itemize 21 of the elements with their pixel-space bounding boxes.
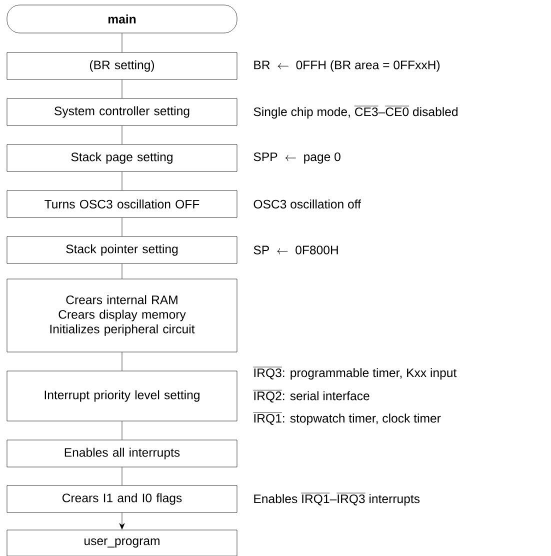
process-box: (BR setting)	[6, 52, 238, 80]
process-box: Crears internal RAM Crears display memory Initializes peripheral circuit	[6, 278, 238, 352]
note-text: $\mbox{Enables }\overline{\mbox{IRQ1}}\mbox{–}\overline{\mbox{IRQ3}}\mbox{ interrupts}$	[254, 493, 420, 506]
process-box: Turns OSC3 oscillation OFF	[6, 190, 238, 218]
note-text: $\overline{\mbox{IRQ1}}\mbox{: stopwatch timer, clock timer}$	[253, 412, 441, 426]
note-text: $\mbox{OSC3 oscillation off}$	[254, 200, 361, 209]
note-text: $\mbox{SPP }\leftarrow\mbox{ page 0}$	[254, 152, 340, 164]
note-text: $\mbox{BR }\leftarrow\mbox{ 0FFH (BR area = 0FFxxH)}$	[254, 60, 440, 72]
process-box: user_program	[6, 530, 238, 556]
process-box: Stack pointer setting	[6, 236, 238, 264]
note-text: $\mbox{Single chip mode, }\overline{\mbox{CE3}}\mbox{–}\overline{\mbox{CE0}}\mbox{ disabled}$	[254, 106, 458, 119]
note-text: $\overline{\mbox{IRQ3}}\mbox{: programmable timer, Kxx input}$	[253, 367, 457, 380]
note-text: $\mbox{SP }\leftarrow\mbox{ 0F800H}$	[254, 246, 338, 254]
note-text: $\overline{\mbox{IRQ2}}\mbox{: serial interface}$	[253, 390, 370, 402]
process-box: Stack page setting	[6, 144, 238, 172]
process-box: Interrupt priority level setting	[6, 370, 238, 422]
process-box: Enables all interrupts	[6, 440, 238, 468]
process-box: Crears I1 and I0 flags	[6, 485, 238, 513]
arrow	[119, 512, 125, 530]
terminal-box: main	[6, 4, 238, 34]
process-box: System controller setting	[6, 98, 238, 126]
